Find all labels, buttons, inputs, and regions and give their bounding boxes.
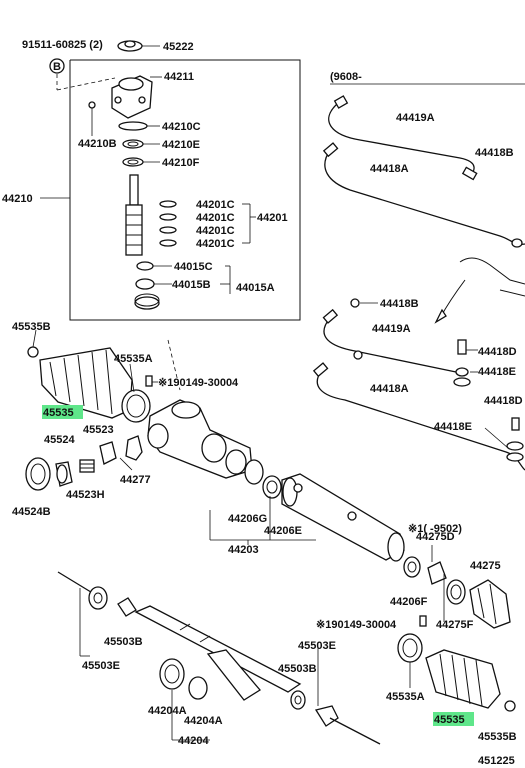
label-45535b-right: 45535B: [478, 731, 517, 743]
seals-44210: [118, 121, 160, 167]
label-190149-bot: ※190149-30004: [316, 619, 397, 631]
label-45503e-right: 45503E: [298, 640, 336, 652]
label-44275d: 44275D: [416, 531, 455, 543]
label-44418e-1: 44418E: [478, 366, 516, 378]
label-44418b-mid: 44418B: [380, 298, 419, 310]
label-44210f: 44210F: [162, 157, 200, 169]
label-44015b: 44015B: [172, 279, 211, 291]
label-44204a-2: 44204A: [184, 715, 223, 727]
highlight-45535-left: [42, 405, 83, 419]
label-44201c-2: 44201C: [196, 212, 235, 224]
label-45535a-right: 45535A: [386, 691, 425, 703]
clip-190149: [145, 375, 158, 387]
seal-44206g: [244, 459, 282, 499]
label-44419a-mid: 44419A: [372, 323, 411, 335]
label-44015a: 44015A: [236, 282, 275, 294]
label-44418e-2: 44418E: [434, 421, 472, 433]
label-44210b: 44210B: [78, 138, 117, 150]
label-44201c-4: 44201C: [196, 238, 235, 250]
label-44201c-1: 44201C: [196, 199, 235, 211]
label-44523h: 44523H: [66, 489, 105, 501]
tie-rod-end-right: [290, 648, 381, 745]
bolt-45222: [117, 40, 160, 52]
label-44418a-top: 44418A: [370, 163, 409, 175]
label-44201: 44201: [257, 212, 288, 224]
label-44201c-3: 44201C: [196, 225, 235, 237]
label-44418d-2: 44418D: [484, 395, 523, 407]
label-44206e: 44206E: [264, 525, 302, 537]
label-45523: 45523: [83, 424, 114, 436]
right-end-parts: [403, 545, 511, 629]
label-44275f: 44275F: [436, 619, 474, 631]
label-44206g: 44206G: [228, 513, 267, 525]
label-44204a-1: 44204A: [148, 705, 187, 717]
label-45535b-left: 45535B: [12, 321, 51, 333]
label-44015c: 44015C: [174, 261, 213, 273]
callout-b-icon: B: [49, 58, 116, 91]
right-boot-45535: [397, 615, 516, 712]
part-44210b: [88, 101, 96, 109]
label-44210: 44210: [2, 193, 33, 205]
valve-inset: [40, 59, 301, 321]
small-parts-left: [25, 435, 143, 491]
label-44204: 44204: [178, 735, 209, 747]
label-44210e: 44210E: [162, 139, 200, 151]
rack-tube-44203: [209, 473, 405, 562]
label-45535a-left: 45535A: [114, 353, 153, 365]
label-44210c: 44210C: [162, 121, 201, 133]
tubes-bottom-set: [312, 298, 525, 471]
label-45503b-right: 45503B: [278, 663, 317, 675]
tie-rod-left: [57, 571, 137, 657]
label-91511: 91511-60825 (2): [22, 39, 103, 51]
label-44524b: 44524B: [12, 506, 51, 518]
label-190149-top: ※190149-30004: [158, 377, 239, 389]
label-1-9502: ※1( -9502): [408, 523, 462, 535]
label-44418b-top: 44418B: [475, 147, 514, 159]
inner-rod-44204: [134, 605, 302, 741]
parts-44015: [134, 261, 231, 310]
input-shaft-44201: [125, 174, 143, 256]
valve-housing-44211: [111, 75, 162, 119]
tubes-top-set: [322, 83, 525, 297]
label-451225: 451225: [478, 755, 515, 767]
label-b: B: [53, 61, 61, 73]
gear-housing: [147, 399, 253, 479]
dashed-guide: [167, 339, 181, 391]
label-44203: 44203: [228, 544, 259, 556]
label-9608: (9608-: [330, 71, 362, 83]
label-45535-left: 45535: [43, 407, 74, 419]
rings-44201c: [159, 200, 256, 247]
label-45503e-left: 45503E: [82, 660, 120, 672]
label-45535-right: 45535: [434, 714, 465, 726]
label-45222: 45222: [163, 41, 194, 53]
label-45503b-left: 45503B: [104, 636, 143, 648]
label-44275: 44275: [470, 560, 501, 572]
label-44418a-mid: 44418A: [370, 383, 409, 395]
label-44206f: 44206F: [390, 596, 428, 608]
label-45524: 45524: [44, 434, 75, 446]
label-44277: 44277: [120, 474, 151, 486]
label-44418d-1: 44418D: [478, 346, 517, 358]
highlight-45535-right: [433, 712, 474, 726]
left-boot-45535: [27, 329, 151, 423]
arrow-icon: [434, 279, 466, 324]
label-44211: 44211: [164, 71, 194, 83]
label-44419a-top: 44419A: [396, 112, 435, 124]
